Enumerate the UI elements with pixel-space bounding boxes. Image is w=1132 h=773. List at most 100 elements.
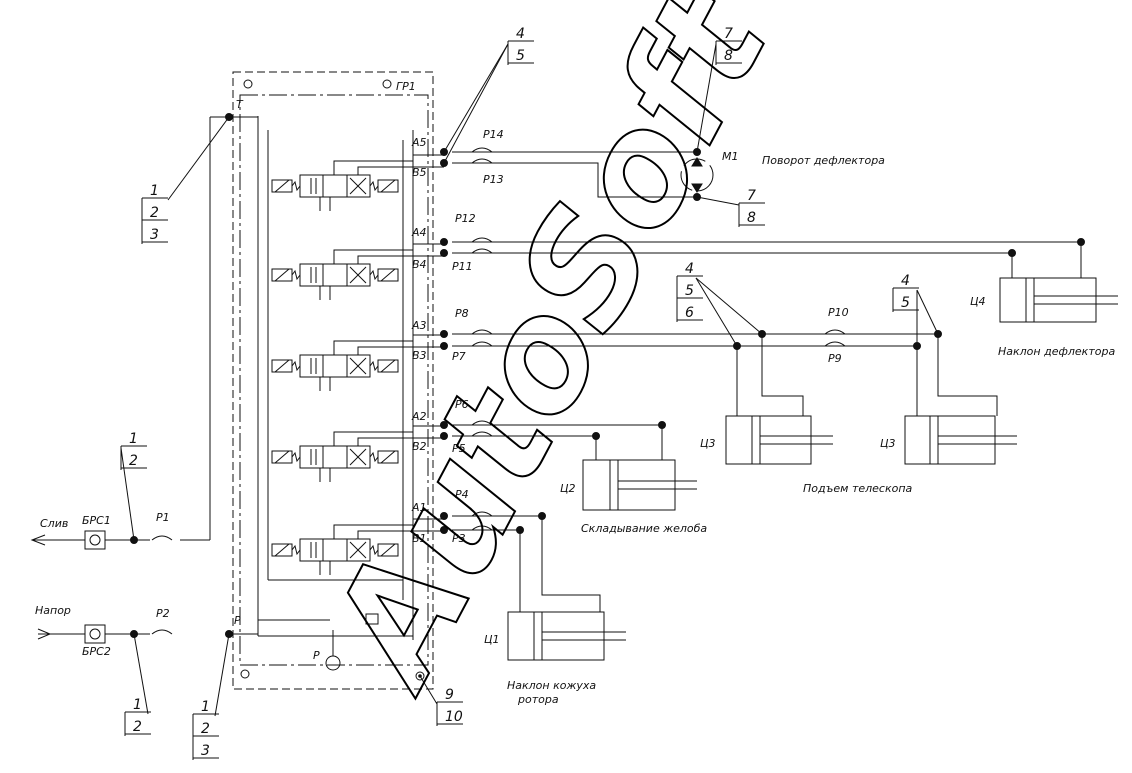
cylinder xyxy=(999,277,1118,323)
callout-number: 8 xyxy=(724,48,733,64)
junction-dot xyxy=(440,526,448,534)
port-line xyxy=(357,437,403,446)
spring-icon xyxy=(291,360,301,372)
callout-1-2-3-top: 1 2 3 xyxy=(141,183,168,244)
coupler-ball-icon xyxy=(89,628,101,640)
quick-coupler-icon xyxy=(84,530,106,550)
pump-label: P xyxy=(313,649,320,662)
callout-number: 4 xyxy=(901,273,910,289)
hose-loop-icon xyxy=(471,420,493,426)
hose-loop-icon xyxy=(471,525,493,531)
junction-dot xyxy=(440,342,448,350)
port-line xyxy=(333,335,414,355)
solenoid-icon xyxy=(380,450,396,464)
hose-label: P10 xyxy=(828,306,849,319)
port-line xyxy=(333,426,414,446)
callout-number: 3 xyxy=(201,743,210,759)
caption-tilt-rotor-2: ротора xyxy=(517,693,559,706)
cylinder-barrel xyxy=(507,611,605,661)
caption-rotate: Поворот дефлектора xyxy=(762,154,885,167)
callout-number: 2 xyxy=(201,721,210,737)
cylinder xyxy=(725,415,833,465)
cylinder-label: Ц1 xyxy=(484,633,500,646)
quick-coupler-icon xyxy=(84,624,106,644)
brs1-label: БРС1 xyxy=(82,514,111,527)
spring-icon xyxy=(369,180,379,192)
solenoid-icon xyxy=(274,359,290,373)
cylinder-barrel xyxy=(725,415,812,465)
hose-label: P4 xyxy=(455,488,469,501)
hose-loop-icon xyxy=(471,329,493,335)
spring-icon xyxy=(291,544,301,556)
mount-hole-icon xyxy=(243,79,253,89)
spring-icon xyxy=(291,180,301,192)
motor-label: M1 xyxy=(722,150,739,163)
callout-number: 3 xyxy=(150,227,159,243)
hose-label: P2 xyxy=(156,607,170,620)
port-p-label: P xyxy=(234,614,241,627)
callout-number: 2 xyxy=(150,205,159,221)
callout-1-2-3-bottom: 1 2 3 xyxy=(192,699,219,760)
spring-icon xyxy=(369,269,379,281)
arrow-right-icon xyxy=(37,628,52,640)
hose-label: P6 xyxy=(455,398,469,411)
junction-dot xyxy=(440,249,448,257)
callout-1-2-bottom: 12 xyxy=(124,697,151,736)
flow-cross-icon xyxy=(349,177,367,195)
callout-number: 1 xyxy=(201,699,210,715)
callout-number: 7 xyxy=(724,26,733,42)
mount-hole-icon xyxy=(382,79,392,89)
flow-cross-icon xyxy=(349,266,367,284)
solenoid-icon xyxy=(380,268,396,282)
spring-icon xyxy=(291,269,301,281)
callout-number: 2 xyxy=(133,719,142,735)
caption-tilt-deflector: Наклон дефлектора xyxy=(998,345,1115,358)
solenoid-icon xyxy=(380,543,396,557)
port-label: A1 xyxy=(411,501,427,514)
hose-loop-icon xyxy=(471,431,493,437)
callout-number: 5 xyxy=(901,295,910,311)
hose-loop-icon xyxy=(151,535,173,541)
valve-section xyxy=(271,334,444,391)
callout-number: 7 xyxy=(747,188,756,204)
solenoid-icon xyxy=(274,450,290,464)
hose-lines xyxy=(452,151,1082,612)
port-line xyxy=(357,530,403,539)
port-label: A2 xyxy=(411,410,427,423)
motor-arrow-icon xyxy=(691,157,703,167)
callout-number: 8 xyxy=(747,210,756,226)
hose-label: P7 xyxy=(452,350,466,363)
callout-4-5: 45 xyxy=(507,26,534,65)
spring-icon xyxy=(369,451,379,463)
port-line xyxy=(333,244,414,264)
callout-number: 5 xyxy=(685,283,694,299)
motor-arrow-icon xyxy=(691,183,703,193)
valve-section xyxy=(271,243,444,300)
cylinder xyxy=(904,415,1017,465)
hose-loop-icon xyxy=(471,237,493,243)
hose-label: P3 xyxy=(452,532,466,545)
hose-loop-icon xyxy=(471,147,493,153)
callout-number: 1 xyxy=(150,183,159,199)
coupler-ball-icon xyxy=(89,534,101,546)
hose-label: P14 xyxy=(483,128,504,141)
arrow-left-icon xyxy=(30,534,46,546)
solenoid-icon xyxy=(274,543,290,557)
port-label: A4 xyxy=(411,226,427,239)
callout-number: 1 xyxy=(133,697,142,713)
valve-section xyxy=(271,154,444,211)
hose-label: P12 xyxy=(455,212,476,225)
cylinder-label: Ц4 xyxy=(970,295,986,308)
port-label: B1 xyxy=(412,532,427,545)
manifold-lines xyxy=(239,94,429,666)
port-label: B4 xyxy=(412,258,427,271)
hose-loop-icon xyxy=(151,629,173,635)
hose-loop-icon xyxy=(471,341,493,347)
callout-leaders xyxy=(120,43,939,717)
hose-label: P1 xyxy=(156,511,170,524)
port-label: B2 xyxy=(412,440,427,453)
callout-number: 6 xyxy=(685,305,694,321)
brs2-label: БРС2 xyxy=(82,645,111,658)
callout-number: 1 xyxy=(129,431,138,447)
